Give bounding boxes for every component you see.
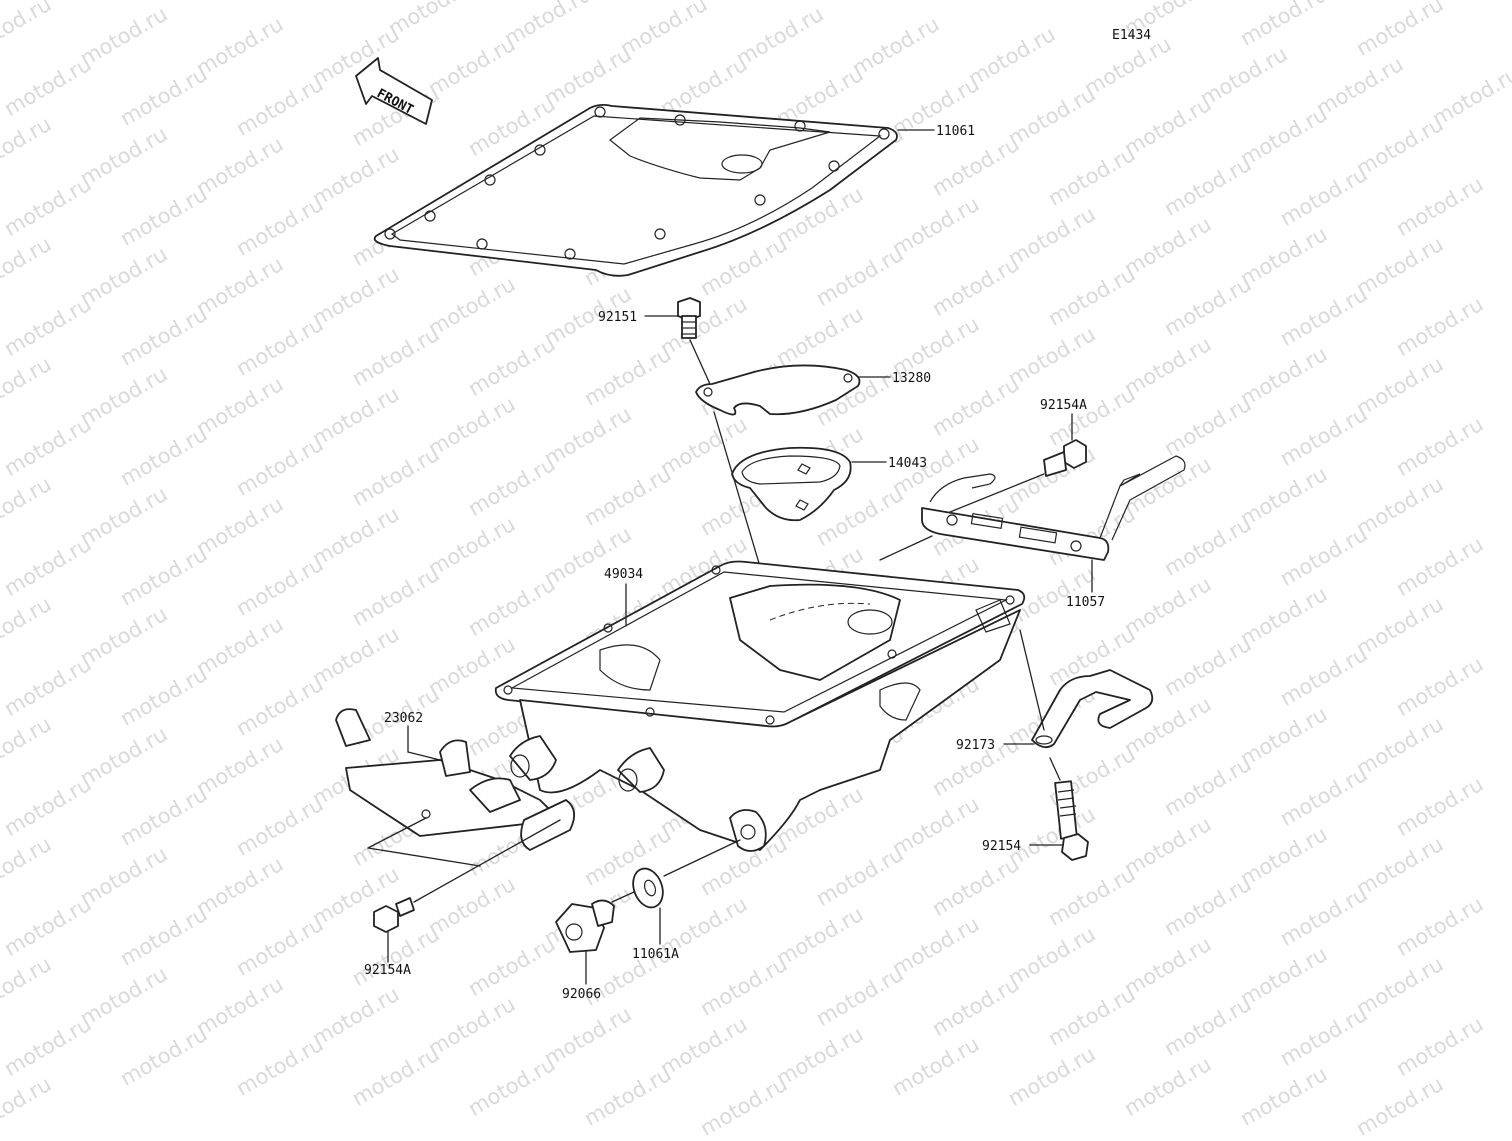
label-49034: 49034 <box>604 567 643 582</box>
bolt-92151 <box>677 297 701 339</box>
label-92066: 92066 <box>562 987 601 1002</box>
label-11057: 11057 <box>1066 595 1105 610</box>
bolt-92154 <box>1054 780 1089 861</box>
oil-strainer-14043 <box>731 446 852 522</box>
bracket-11057 <box>921 455 1186 561</box>
label-13280: 13280 <box>892 371 931 386</box>
label-92154a-bottom: 92154A <box>364 963 411 978</box>
label-92154a-top: 92154A <box>1040 398 1087 413</box>
bolt-92154a-top <box>1043 439 1087 477</box>
label-11061a: 11061A <box>632 947 679 962</box>
label-92173: 92173 <box>956 738 995 753</box>
clamp-92173 <box>1031 669 1154 749</box>
label-23062: 23062 <box>384 711 423 726</box>
diagram-code: E1434 <box>1112 28 1151 43</box>
drain-plug-92066 <box>555 899 615 953</box>
label-14043: 14043 <box>888 456 927 471</box>
oil-pan-49034 <box>494 560 1026 852</box>
label-11061: 11061 <box>936 124 975 139</box>
label-92154: 92154 <box>982 839 1021 854</box>
label-92151: 92151 <box>598 310 637 325</box>
washer-11061a <box>632 867 664 909</box>
front-arrow-icon: FRONT <box>355 57 433 125</box>
strainer-cover-13280 <box>695 364 861 416</box>
bolt-92154a-bottom <box>373 897 415 933</box>
oil-pipe-23062 <box>335 708 665 851</box>
oil-pan-gasket <box>373 103 898 277</box>
